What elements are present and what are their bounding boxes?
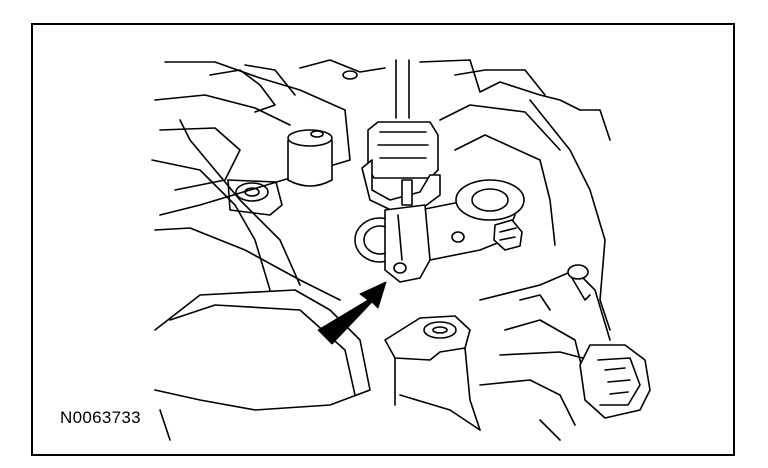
lower-case-detail <box>384 264 651 441</box>
mount-boss <box>287 129 333 187</box>
figure-id-label: N0063733 <box>60 408 141 427</box>
pointer-arrow <box>317 281 387 345</box>
transmission-case-left <box>151 61 371 441</box>
sensor-connector <box>361 59 441 283</box>
transmission-case-right <box>299 59 611 331</box>
